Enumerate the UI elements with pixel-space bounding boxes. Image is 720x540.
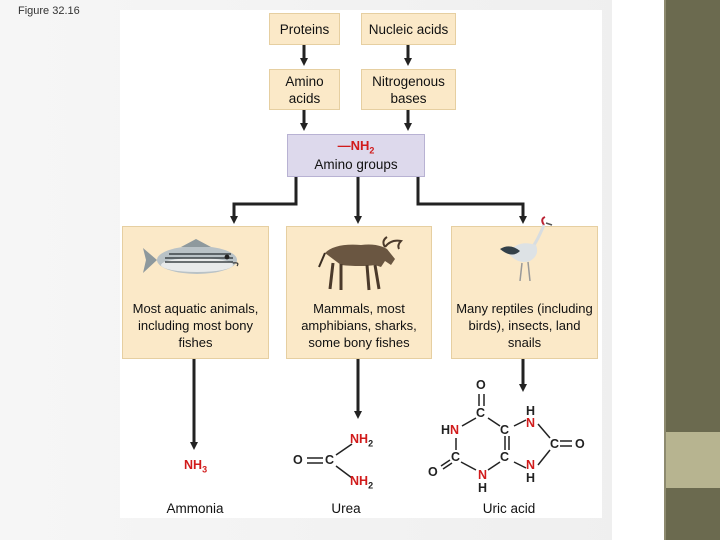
urea-oxygen: O (293, 453, 303, 467)
uric-o-top: O (476, 378, 486, 392)
uric-h-bottom: H (478, 481, 488, 495)
ammonia-formula: NH3 (184, 458, 208, 475)
aquatic-panel-label: Most aquatic animals, including most bon… (132, 301, 259, 350)
proteins-label: Proteins (279, 21, 330, 37)
urea-nh2-top: NH2 (350, 432, 374, 449)
mammal-panel: Mammals, most amphibians, sharks, some b… (286, 226, 432, 359)
uric-c-top: C (476, 406, 486, 420)
uric-acid-bonds (440, 394, 572, 471)
slide-sidebar-accent (666, 432, 720, 488)
wildebeest-image (318, 236, 404, 291)
uric-o-left: O (428, 465, 438, 479)
nucleic-acids-label: Nucleic acids (368, 21, 449, 37)
reptile-bird-panel: Many reptiles (including birds), insects… (451, 216, 598, 359)
slide-margin (612, 0, 664, 540)
uric-c-lower-right: C (500, 450, 510, 464)
urea-nh2-bottom: NH2 (350, 474, 374, 491)
amino-acids-box: Amino acids (269, 69, 340, 110)
urea-bonds (307, 443, 353, 479)
arrow-groups-to-aquatic (230, 177, 298, 224)
arrow-groups-to-reptile (416, 177, 527, 224)
uric-n-bottom: N (478, 468, 488, 482)
amino-acids-label: Amino acids (285, 73, 324, 106)
nucleic-acids-box: Nucleic acids (361, 13, 456, 45)
uric-c-upper-right: C (500, 423, 510, 437)
slide-divider (664, 0, 666, 540)
reptile-bird-panel-label: Many reptiles (including birds), insects… (456, 301, 593, 350)
uric-hn: HN (441, 423, 460, 437)
nitrogenous-bases-label: Nitrogenous bases (372, 73, 445, 106)
urea-carbon: C (325, 453, 335, 467)
amino-group-formula: —NH2 (337, 138, 375, 156)
crane-bird-image (500, 216, 553, 281)
uric-acid-label: Uric acid (482, 501, 536, 516)
amino-groups-box: —NH2 Amino groups (287, 134, 425, 177)
uric-c-left: C (451, 450, 461, 464)
ammonia-label: Ammonia (166, 501, 224, 516)
figure-label: Figure 32.16 (18, 5, 80, 17)
aquatic-panel: Most aquatic animals, including most bon… (122, 226, 269, 359)
mammal-panel-label: Mammals, most amphibians, sharks, some b… (301, 301, 417, 350)
uric-c-right: C (550, 437, 560, 451)
uric-h-top-right: H (526, 404, 536, 418)
amino-groups-label: Amino groups (314, 157, 398, 172)
proteins-box: Proteins (269, 13, 340, 45)
uric-n-upper-right: N (526, 416, 536, 430)
fish-image (143, 239, 239, 274)
urea-label: Urea (331, 501, 361, 516)
uric-o-right: O (575, 437, 585, 451)
uric-n-lower-right: N (526, 458, 536, 472)
nitrogenous-bases-box: Nitrogenous bases (361, 69, 456, 110)
uric-h-lower-right: H (526, 471, 536, 485)
